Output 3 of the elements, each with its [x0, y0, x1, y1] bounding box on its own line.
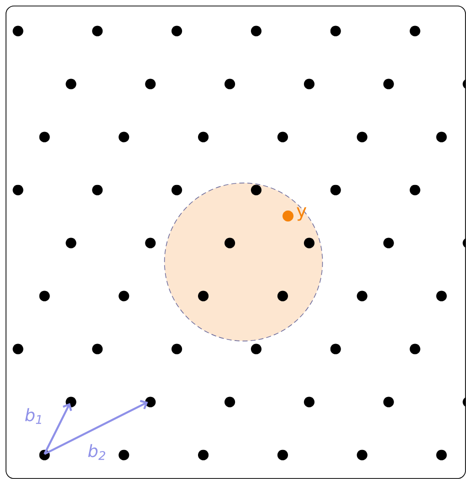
point-label: y — [296, 207, 306, 221]
vector-label: b$_{1}$ — [25, 408, 42, 424]
vector-label: b$_{2}$ — [88, 444, 106, 460]
